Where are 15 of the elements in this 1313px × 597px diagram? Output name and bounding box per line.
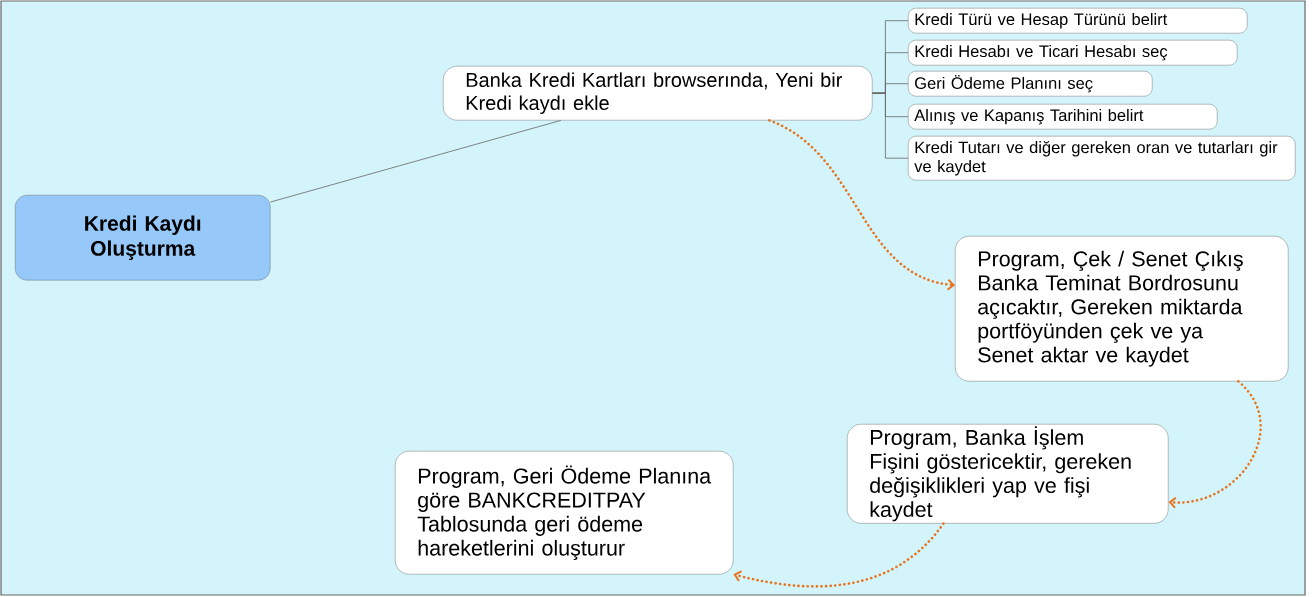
subtopic-box: Alınış ve Kapanış Tarihini belirt bbox=[908, 104, 1218, 130]
dotted-arrow bbox=[768, 119, 956, 291]
subtopic-box: Geri Ödeme Planını seç bbox=[908, 71, 1153, 97]
central-topic-box: Kredi Kaydı Oluşturma bbox=[15, 195, 271, 281]
dotted-arrow bbox=[733, 522, 945, 588]
connector-line bbox=[270, 120, 562, 203]
dotted-arrow bbox=[1168, 380, 1262, 509]
process-box: Program, Geri Ödeme Planına göre BANKCREDITPAY Tablosunda geri ödeme hareketlerini oluşturur bbox=[395, 451, 734, 575]
connector-line bbox=[872, 92, 909, 159]
process-box: Program, Banka İşlem Fişini göstericektir, gereken değişiklikleri yap ve fişi kaydet bbox=[847, 424, 1169, 524]
subtopic-box: Kredi Türü ve Hesap Türünü belirt bbox=[908, 8, 1248, 34]
subtopic-box: Kredi Hesabı ve Ticari Hesabı seç bbox=[908, 40, 1238, 66]
subtopic-box: Kredi Tutarı ve diğer gereken oran ve tutarları gir ve kaydet bbox=[908, 136, 1296, 181]
process-box: Banka Kredi Kartları browserında, Yeni bir Kredi kaydı ekle bbox=[443, 66, 873, 121]
process-box: Program, Çek / Senet Çıkış Banka Teminat Bordrosunu açıcaktır, Gereken miktarda portföyünden çek ve ya Senet aktar ve kaydet bbox=[955, 236, 1289, 382]
